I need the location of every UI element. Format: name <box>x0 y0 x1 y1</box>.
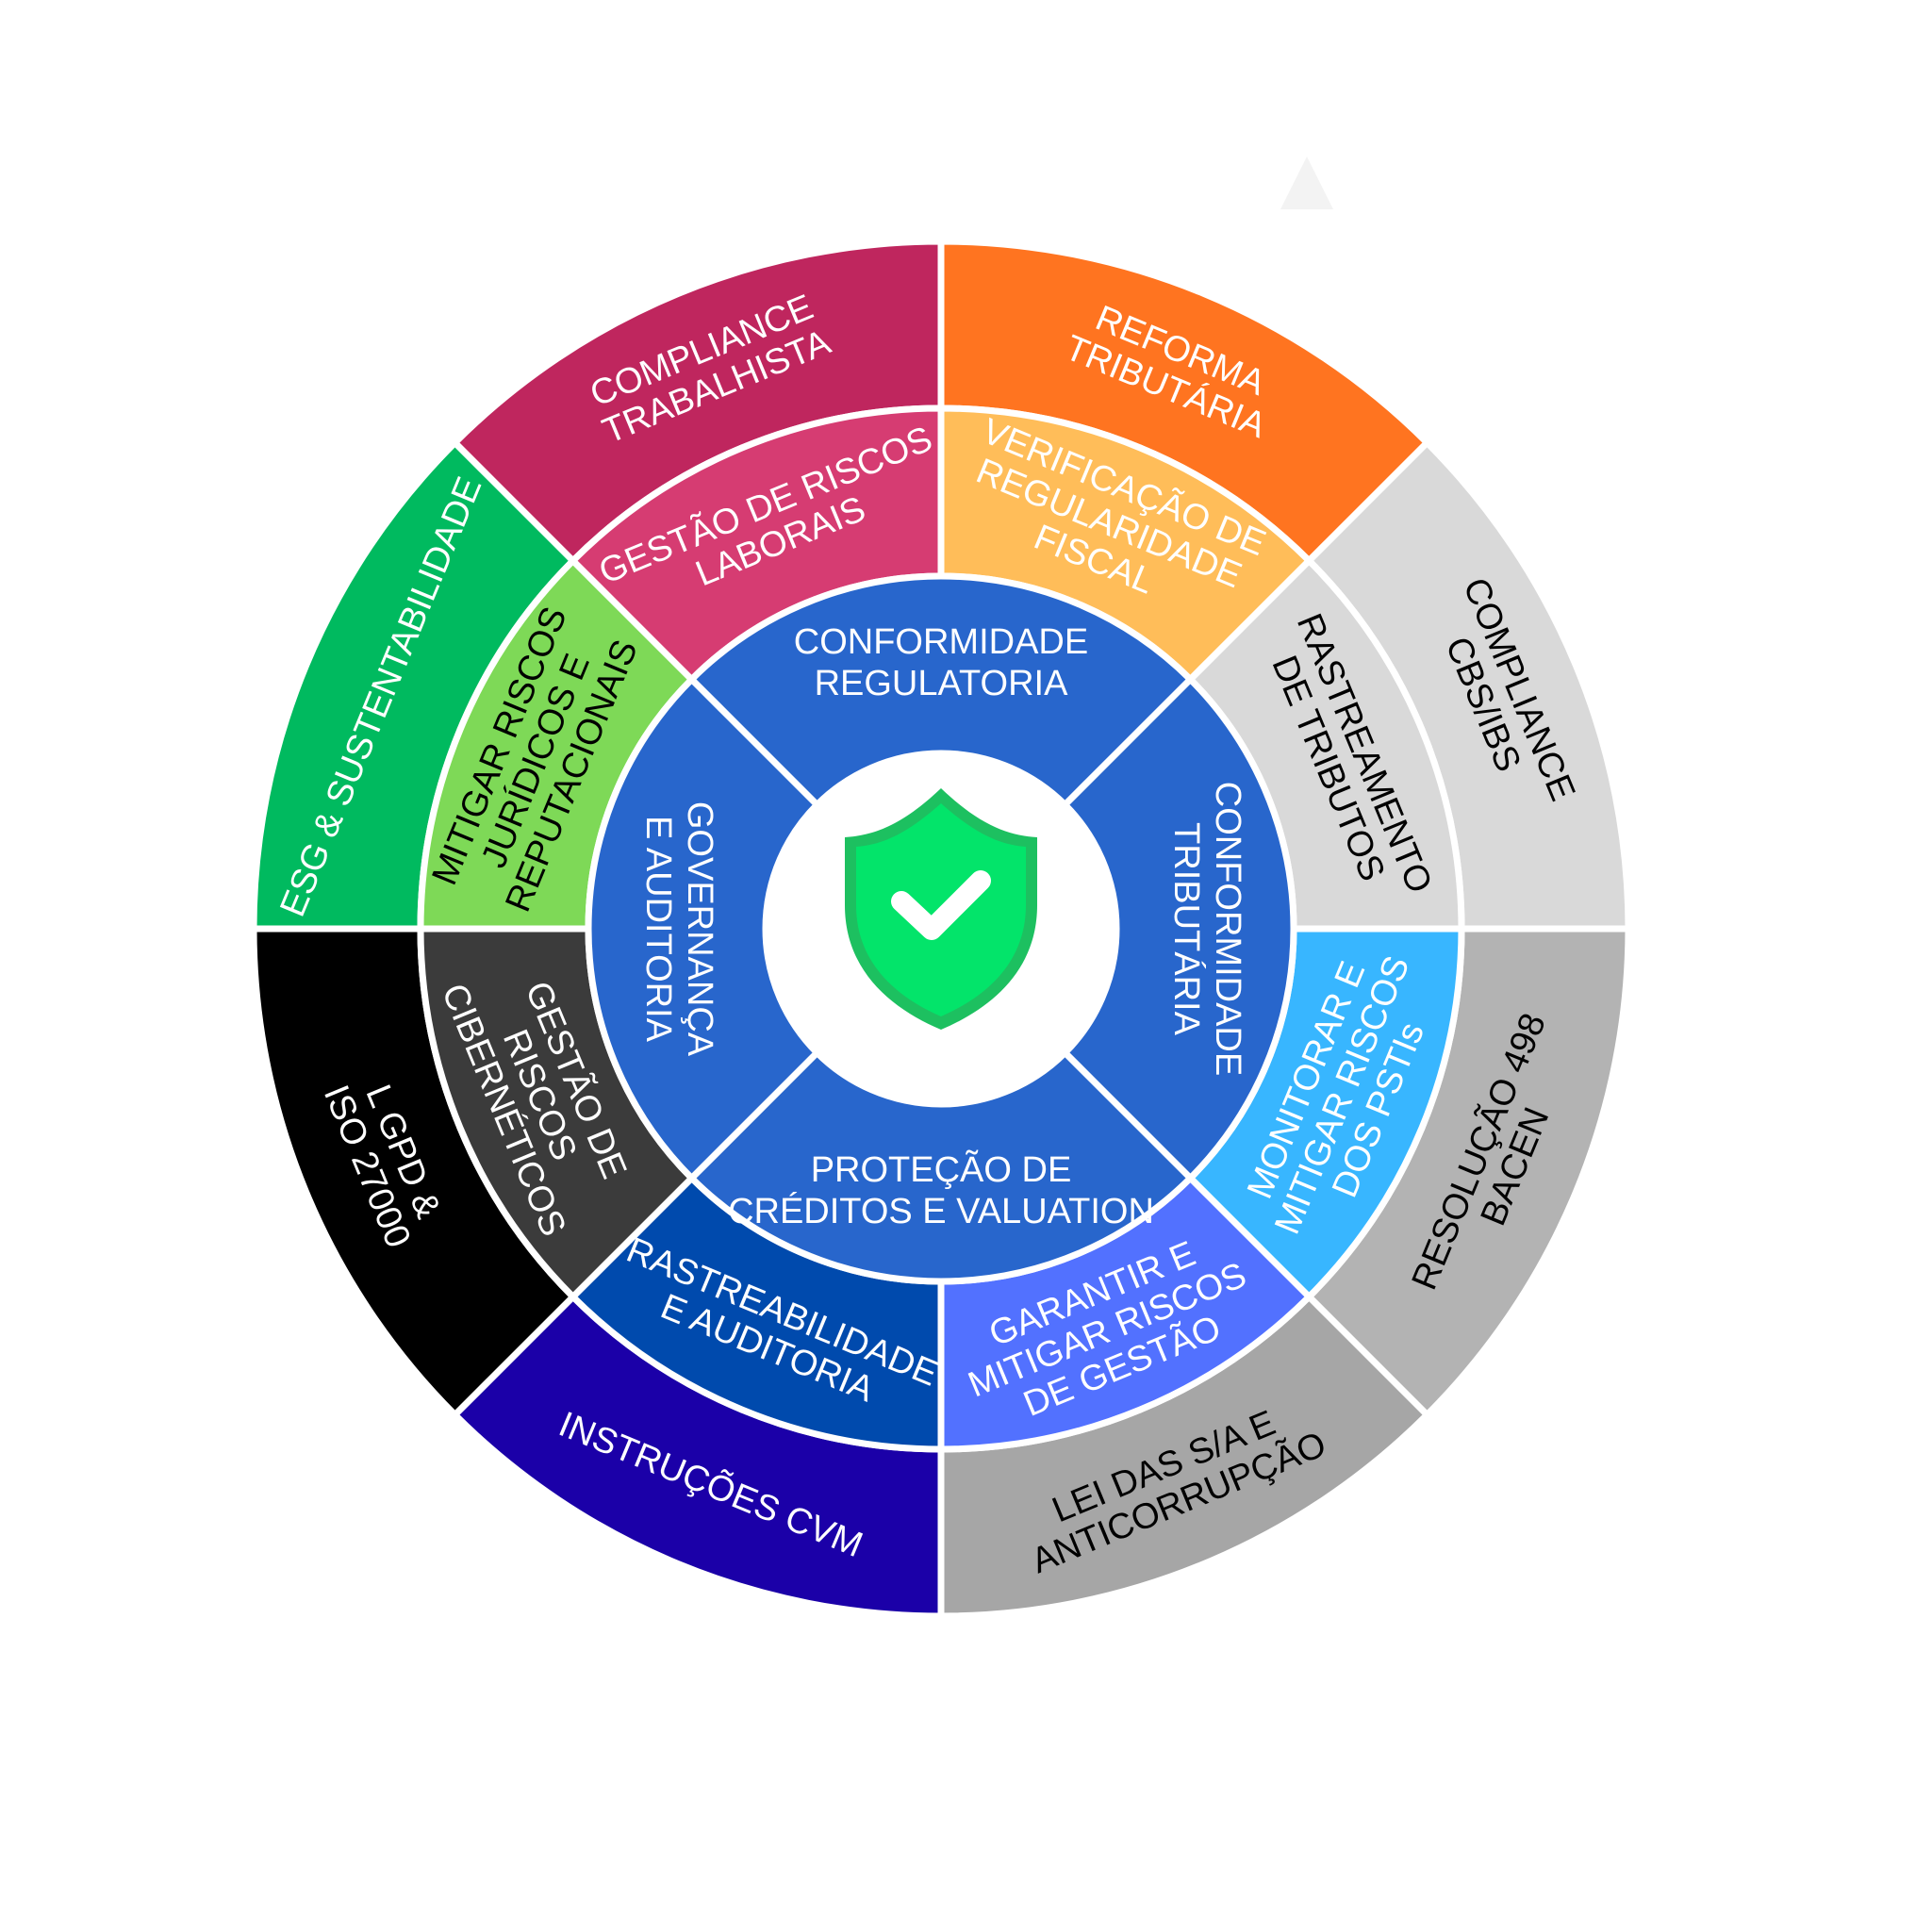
inner-ring-segment-label: CONFORMIDADETRIBUTÁRIA <box>1166 782 1247 1076</box>
label-line: TRIBUTÁRIA <box>1166 822 1207 1036</box>
inner-ring-segment: CONFORMIDADETRIBUTÁRIA <box>1060 674 1297 1183</box>
label-line: CONFORMIDADE <box>794 622 1088 662</box>
label-line: CONFORMIDADE <box>1208 782 1247 1076</box>
inner-ring-segment-label: GOVERNANÇAE AUDITORIA <box>638 801 719 1057</box>
middle-ring-segment: GESTÃO DE RISCOSLABORAIS <box>568 405 945 685</box>
decorative-triangle <box>1280 157 1333 209</box>
label-line: CRÉDITOS E VALUATION <box>728 1191 1154 1231</box>
label-line: PROTEÇÃO DE <box>811 1149 1072 1190</box>
outer-ring-segment: REFORMATRIBUTÁRIA <box>937 238 1432 566</box>
shield-check-icon <box>845 788 1037 1030</box>
middle-ring-segment: GARANTIR EMITIGAR RISCOSDE GESTÃO <box>937 1173 1314 1453</box>
inner-ring-segment: GOVERNANÇAE AUDITORIA <box>585 674 822 1183</box>
label-line: GOVERNANÇA <box>680 801 719 1057</box>
middle-ring-segment: RASTREAMENTODE TRIBUTOS <box>1185 555 1465 933</box>
label-line: E AUDITORIA <box>638 816 678 1043</box>
rings: REFORMATRIBUTÁRIACOMPLIANCECBS/IBSRESOLU… <box>250 238 1632 1620</box>
label-line: REGULATORIA <box>815 664 1069 703</box>
center-disc <box>766 753 1116 1104</box>
outer-ring-segment: COMPLIANCECBS/IBS <box>1304 438 1632 933</box>
